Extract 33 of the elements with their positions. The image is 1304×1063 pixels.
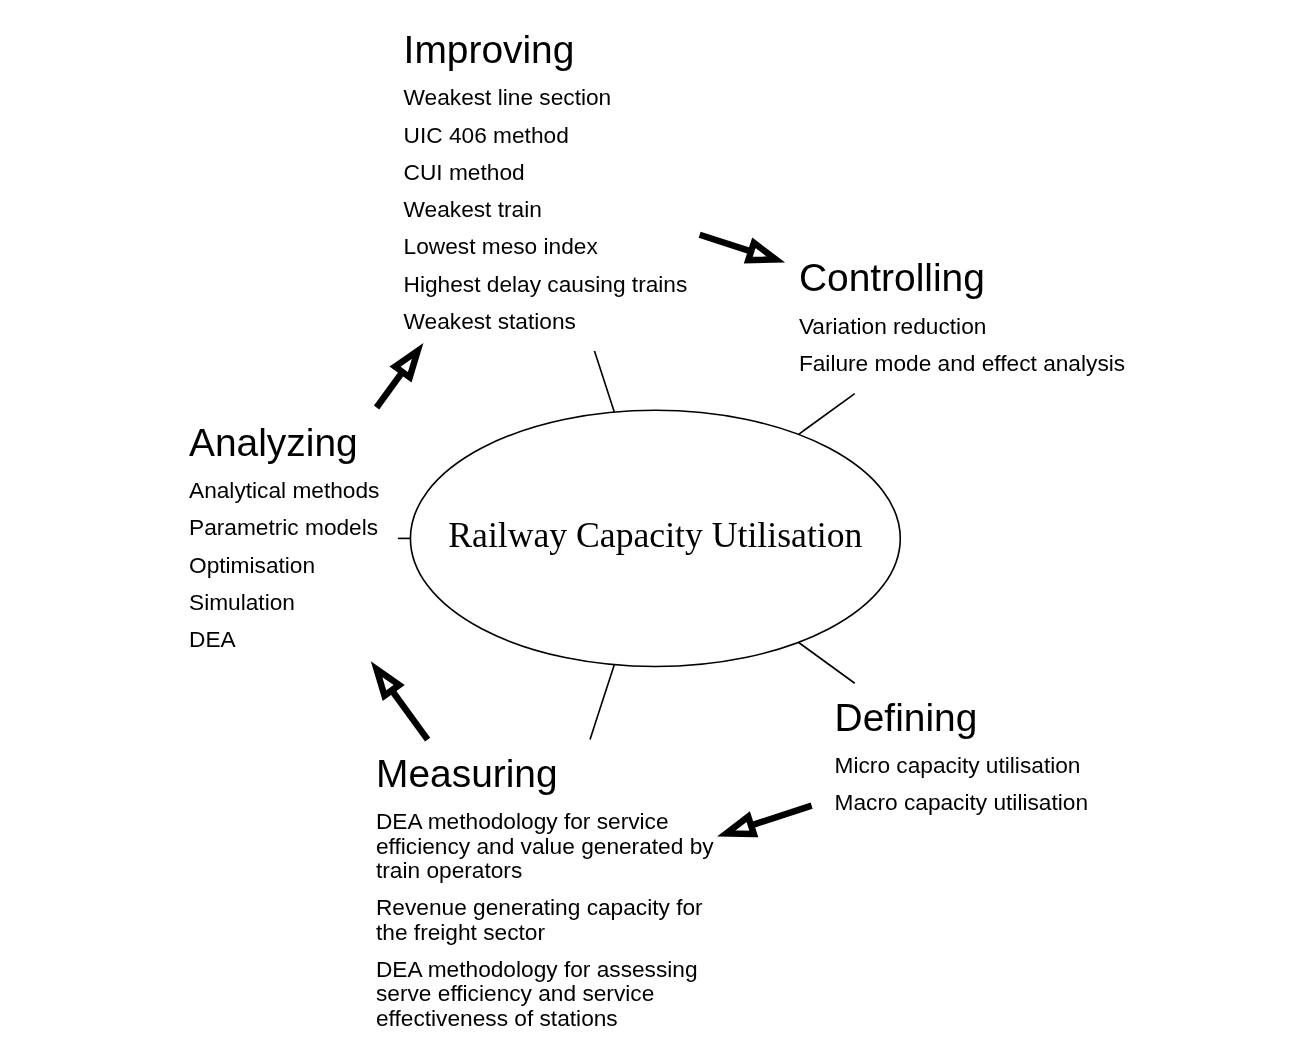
node-text: Analyzing: [188, 421, 358, 464]
connector: [797, 641, 856, 685]
connector: [588, 663, 615, 741]
node-label: DEA methodology for assessing serve efficiency and service effectiveness of stations: [375, 956, 698, 1031]
node-label: Weakest train: [403, 196, 542, 223]
node-text: Defining: [834, 695, 977, 739]
node-label: Weakest line section: [403, 84, 611, 111]
node-text: Measuring: [375, 752, 558, 796]
arrow: [698, 231, 785, 264]
node-text: Controlling: [798, 256, 985, 300]
node-label: Weakest stations: [403, 308, 576, 335]
node-label: Variation reduction: [798, 312, 986, 339]
arrow: [716, 802, 813, 838]
arrow: [373, 343, 423, 410]
node-label: Optimisation: [188, 551, 315, 578]
node-label: Highest delay causing trains: [403, 270, 687, 297]
node-label: DEA: [188, 626, 236, 653]
node-label: Failure mode and effect analysis: [798, 349, 1125, 376]
node-label: DEA methodology for service efficiency and value generated by train operators: [375, 808, 714, 884]
connector: [797, 392, 856, 436]
node-label: Macro capacity utilisation: [834, 789, 1088, 816]
node-label: Parametric models: [188, 514, 378, 541]
connector: [593, 350, 615, 413]
node-label: Analytical methods: [188, 477, 379, 504]
node-label: Micro capacity utilisation: [834, 752, 1080, 779]
node-text: Improving: [403, 28, 574, 72]
node-label: UIC 406 method: [403, 121, 569, 148]
node-label: CUI method: [403, 158, 525, 185]
node-label: Revenue generating capacity for the freight sector: [375, 894, 703, 945]
node-label: Lowest meso index: [403, 233, 598, 260]
node-label: Simulation: [188, 589, 295, 616]
arrow: [370, 661, 430, 742]
node-ellipse: Railway Capacity Utilisation: [409, 409, 901, 668]
